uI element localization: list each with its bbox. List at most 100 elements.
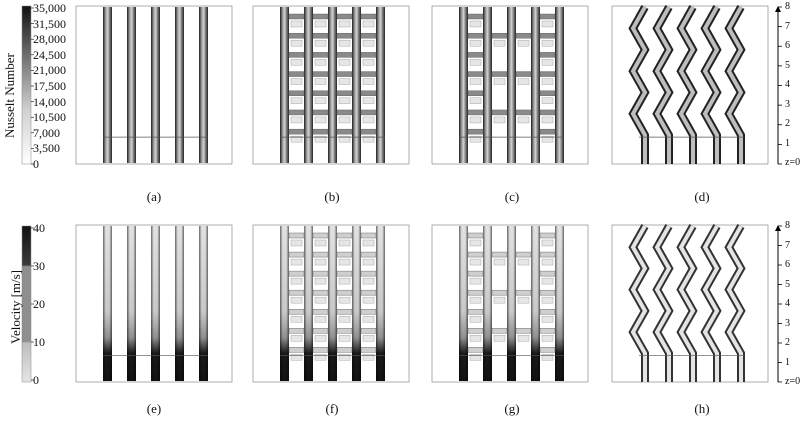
simulation-panel [75, 224, 233, 383]
lattice-cell [469, 316, 482, 323]
lattice-cell [362, 97, 375, 104]
lattice-cell [338, 316, 351, 323]
lattice-strut [288, 328, 305, 334]
nusselt-tick-label: 0 [33, 157, 39, 171]
lattice-cell [469, 354, 482, 361]
lattice-cell [469, 258, 482, 266]
lattice-cell [314, 116, 327, 124]
lattice-cell [314, 78, 327, 85]
lattice-cell [541, 20, 554, 28]
lattice-cell [314, 354, 327, 361]
lattice-strut [312, 128, 329, 135]
lattice-strut [288, 13, 305, 20]
lattice-cell [290, 59, 303, 66]
lattice-strut [515, 32, 532, 39]
zigzag-tube-core [726, 225, 744, 382]
lattice-strut [312, 52, 329, 58]
tube-shade [151, 226, 160, 381]
lattice-strut [467, 251, 484, 258]
lattice-cell [517, 78, 530, 85]
tube-shade [352, 226, 361, 381]
lattice-cell [493, 258, 506, 266]
lattice-strut [288, 128, 305, 135]
panel-caption: (f) [325, 401, 339, 416]
lattice-cell [469, 335, 482, 342]
z-axis-tick-label: 7 [785, 239, 790, 251]
panel-caption: (b) [324, 189, 340, 204]
lattice-strut [491, 251, 508, 258]
lattice-strut [467, 13, 484, 20]
lattice-strut [539, 52, 556, 58]
z-axis-tick-label: 2 [785, 118, 790, 129]
lattice-strut [467, 71, 484, 77]
lattice-cell [362, 20, 375, 28]
lattice-strut [336, 71, 353, 77]
lattice-cell [541, 59, 554, 66]
lattice-cell [362, 316, 375, 323]
lattice-cell [469, 20, 482, 28]
lattice-strut [539, 328, 556, 334]
velocity-tick-label: 0 [33, 373, 39, 387]
z-axis-tick-label: z=0 [785, 157, 800, 168]
lattice-strut [539, 13, 556, 20]
z-axis-tick-label: 1 [785, 356, 790, 368]
z-axis-tick-label: 2 [785, 337, 790, 348]
lattice-strut [515, 109, 532, 116]
lattice-strut [312, 13, 329, 20]
lattice-strut [360, 309, 377, 315]
lattice-cell [493, 78, 506, 85]
lattice-strut [312, 232, 329, 239]
lattice-strut [539, 347, 556, 353]
lattice-cell [362, 335, 375, 342]
tube-shade [555, 226, 564, 381]
lattice-cell [493, 39, 506, 47]
lattice-strut [336, 128, 353, 135]
lattice-cell [338, 239, 351, 247]
lattice-strut [288, 109, 305, 116]
lattice-cell [362, 354, 375, 361]
lattice-cell [541, 335, 554, 342]
tube-shade [459, 226, 468, 381]
nusselt-tick-label: 35,000 [33, 1, 66, 15]
lattice-strut [288, 71, 305, 77]
z-axis-arrow [775, 225, 781, 231]
lattice-strut [288, 90, 305, 96]
lattice-cell [314, 20, 327, 28]
z-axis-tick-label: 5 [785, 59, 790, 71]
lattice-cell [290, 239, 303, 247]
lattice-cell [541, 135, 554, 143]
lattice-strut [336, 109, 353, 116]
tube-shade [175, 226, 184, 381]
lattice-strut [336, 347, 353, 353]
lattice-strut [539, 309, 556, 315]
lattice-cell [469, 97, 482, 104]
nusselt-tick-label: 17,500 [33, 79, 66, 93]
simulation-panel [252, 224, 410, 383]
lattice-cell [541, 239, 554, 247]
simulation-panel [75, 5, 233, 165]
lattice-cell [338, 335, 351, 342]
lattice-cell [290, 335, 303, 342]
lattice-strut [312, 270, 329, 277]
lattice-strut [312, 289, 329, 296]
lattice-cell [469, 277, 482, 285]
lattice-cell [493, 116, 506, 124]
tube-shade [376, 226, 385, 381]
lattice-strut [360, 289, 377, 296]
lattice-strut [360, 52, 377, 58]
lattice-cell [469, 59, 482, 66]
lattice-strut [336, 270, 353, 277]
tube-shade [103, 226, 112, 381]
lattice-strut [539, 90, 556, 96]
tube [175, 7, 184, 163]
lattice-strut [312, 32, 329, 39]
lattice-strut [515, 289, 532, 296]
lattice-strut [288, 289, 305, 296]
lattice-cell [517, 116, 530, 124]
lattice-strut [312, 309, 329, 315]
lattice-strut [467, 52, 484, 58]
simulation-panel [431, 5, 589, 165]
lattice-cell [541, 354, 554, 361]
